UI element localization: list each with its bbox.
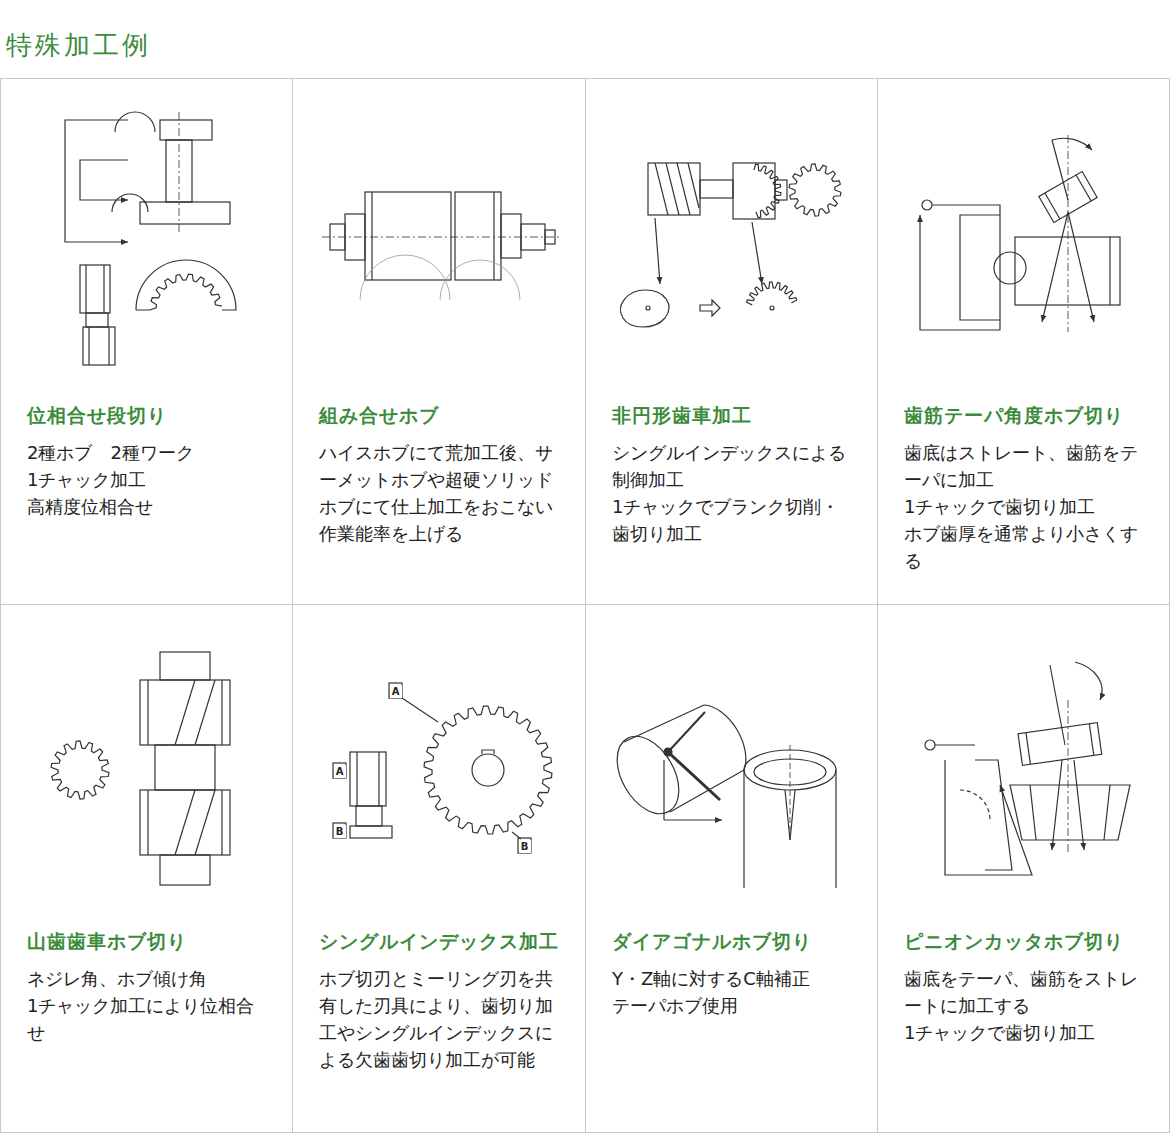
process-cell: ピニオンカッタホブ切り歯底をテーパ、歯筋をストレートに加工する1チャックで歯切り… [877, 604, 1170, 1133]
cell-heading: ピニオンカッタホブ切り [904, 929, 1149, 955]
cell-description: ホブ切刃とミーリング刃を共有した刃具により、歯切り加工やシングルインデックスによ… [319, 965, 564, 1073]
cell-text: ダイアゴナルホブ切り Y・Z軸に対するC軸補正テーパホブ使用 [612, 929, 857, 1019]
cell-heading: 組み合せホブ [319, 403, 564, 429]
cell-description: 2種ホブ 2種ワーク [27, 439, 272, 466]
cell-text: 組み合せホブハイスホブにて荒加工後、サーメットホブや超硬ソリッドホブにて仕上加工… [319, 403, 564, 547]
cell-text: 歯筋テーパ角度ホブ切り歯底はストレート、歯筋をテーパに加工1チャックで歯切り加工… [904, 403, 1149, 574]
gear-outline [51, 741, 109, 799]
callout-letter: B [334, 825, 346, 838]
gear-outline [789, 164, 841, 216]
gear-outline [424, 706, 552, 834]
process-cell: 組み合せホブハイスホブにて荒加工後、サーメットホブや超硬ソリッドホブにて仕上加工… [292, 78, 586, 605]
cell-heading: シングルインデックス加工 [319, 929, 564, 955]
cell-text: ピニオンカッタホブ切り歯底をテーパ、歯筋をストレートに加工する1チャックで歯切り… [904, 929, 1149, 1046]
cell-description: シングルインデックスによる制御加工 [612, 439, 857, 493]
gear-outline [754, 164, 781, 218]
process-cell: 歯筋テーパ角度ホブ切り歯底はストレート、歯筋をテーパに加工1チャックで歯切り加工… [877, 78, 1170, 605]
cell-description: テーパホブ使用 [612, 992, 857, 1019]
process-cell: 非円形歯車加工シングルインデックスによる制御加工1チャックでブランク切削・歯切り… [585, 78, 878, 605]
process-cell: 山歯歯車ホブ切りネジレ角、ホブ傾け角1チャック加工により位相合せ [0, 604, 293, 1133]
cell-description: 高精度位相合せ [27, 493, 272, 520]
cell-description: 1チャックでブランク切削・歯切り加工 [612, 493, 857, 547]
cell-description: 1チャックで歯切り加工 [904, 493, 1149, 520]
gear-outline [150, 274, 222, 310]
callout-letter: B [519, 840, 531, 853]
gear-outline [747, 282, 797, 305]
cell-description: 歯底はストレート、歯筋をテーパに加工 [904, 439, 1149, 493]
cell-description: ハイスホブにて荒加工後、サーメットホブや超硬ソリッドホブにて仕上加工をおこない作… [319, 439, 564, 547]
cell-heading: 非円形歯車加工 [612, 403, 857, 429]
cell-text: 山歯歯車ホブ切りネジレ角、ホブ傾け角1チャック加工により位相合せ [27, 929, 272, 1046]
cell-description: 1チャック加工 [27, 466, 272, 493]
cell-description: 1チャックで歯切り加工 [904, 1019, 1149, 1046]
cell-heading: 歯筋テーパ角度ホブ切り [904, 403, 1149, 429]
process-cell: シングルインデックス加工ホブ切刃とミーリング刃を共有した刃具により、歯切り加工や… [292, 604, 586, 1133]
cell-text: 位相合せ段切り 2種ホブ 2種ワーク1チャック加工高精度位相合せ [27, 403, 272, 520]
page-title: 特殊加工例 [6, 28, 151, 62]
cell-heading: 位相合せ段切り [27, 403, 272, 429]
cell-text: シングルインデックス加工ホブ切刃とミーリング刃を共有した刃具により、歯切り加工や… [319, 929, 564, 1073]
cell-description: ネジレ角、ホブ傾け角 [27, 965, 272, 992]
callout-letter: A [390, 685, 402, 698]
process-cell: 位相合せ段切り 2種ホブ 2種ワーク1チャック加工高精度位相合せ [0, 78, 293, 605]
cell-description: 1チャック加工により位相合せ [27, 992, 272, 1046]
cell-description: Y・Z軸に対するC軸補正 [612, 965, 857, 992]
callout-letter: A [334, 765, 346, 778]
process-cell: ダイアゴナルホブ切り Y・Z軸に対するC軸補正テーパホブ使用 [585, 604, 878, 1133]
cell-description: 歯底をテーパ、歯筋をストレートに加工する [904, 965, 1149, 1019]
cell-description: ホブ歯厚を通常より小さくする [904, 520, 1149, 574]
cell-heading: 山歯歯車ホブ切り [27, 929, 272, 955]
cell-text: 非円形歯車加工シングルインデックスによる制御加工1チャックでブランク切削・歯切り… [612, 403, 857, 547]
cell-heading: ダイアゴナルホブ切り [612, 929, 857, 955]
